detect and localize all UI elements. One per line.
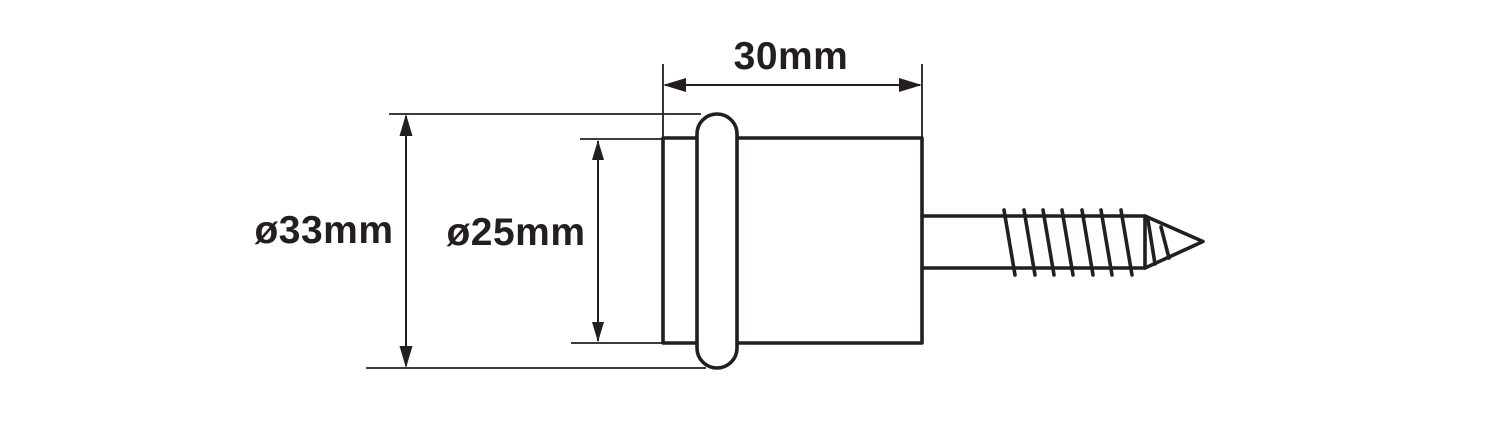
thread-line [1080,208,1095,277]
dimension-flange-diameter: ø33mm [254,113,706,369]
arrowhead-bottom [399,346,413,368]
thread-line [1099,208,1114,277]
thread-line [1002,208,1017,277]
dimension-length: 30mm [662,35,923,138]
arrowhead-top [592,140,604,160]
flange-collar-outline [695,112,739,370]
arrowhead-bottom [592,322,604,342]
flange-collar [695,112,739,370]
screw-tip [1143,214,1205,270]
arrowhead-left [663,78,686,92]
thread-line [1119,208,1134,277]
thread-line [1041,208,1056,277]
arrowhead-right [899,78,922,92]
screw-threads [1002,208,1134,277]
wood-screw [920,208,1205,277]
tip-thread-line [1159,225,1171,260]
flange-diameter-label: ø33mm [254,209,393,252]
thread-line [1022,208,1037,277]
thread-line [1060,208,1075,277]
arrowhead-top [399,114,413,136]
length-label: 30mm [734,35,849,78]
body-diameter-label: ø25mm [446,211,585,254]
screw-tip-cone [1143,214,1205,270]
dimension-body-diameter: ø25mm [446,138,663,344]
tip-thread-line [1146,218,1157,266]
